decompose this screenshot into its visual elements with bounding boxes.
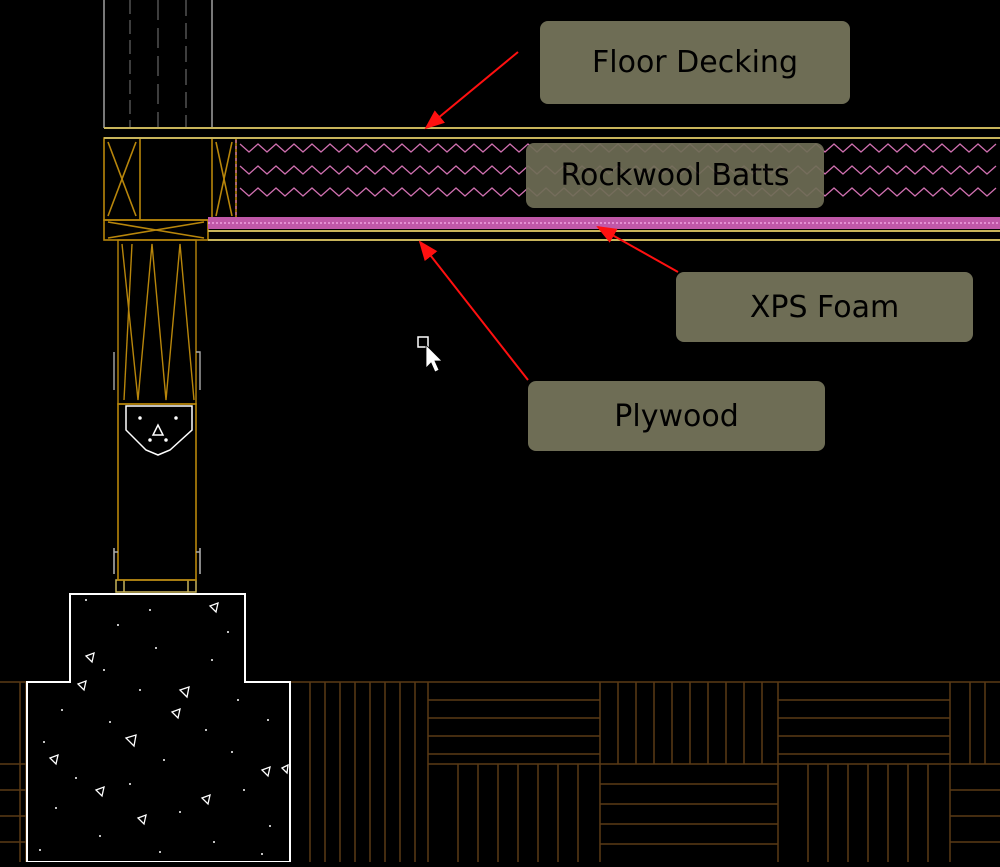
pointer-cursor-icon — [417, 336, 443, 373]
floor-decking — [104, 127, 1000, 139]
callout-plywood-label: Plywood — [614, 398, 739, 434]
post-base-plate — [115, 579, 197, 593]
callout-xps-foam: XPS Foam — [676, 272, 973, 342]
arrow-xps-foam — [596, 226, 679, 273]
xps-foam — [208, 217, 1000, 229]
callout-arrows — [418, 51, 679, 381]
callout-rockwool-batts-label: Rockwool Batts — [560, 158, 790, 193]
callout-floor-decking: Floor Decking — [540, 21, 850, 104]
upper-post — [113, 239, 201, 405]
callout-xps-foam-label: XPS Foam — [749, 289, 900, 325]
callout-plywood: Plywood — [528, 381, 825, 451]
callout-rockwool-batts: Rockwool Batts — [526, 143, 824, 208]
concrete-footing — [26, 593, 291, 863]
post-connector-bracket — [125, 405, 193, 456]
arrow-plywood — [418, 240, 529, 381]
plywood — [208, 230, 1000, 241]
arrow-floor-decking — [424, 51, 519, 130]
wall-above — [103, 0, 213, 128]
callout-floor-decking-label: Floor Decking — [592, 45, 798, 80]
